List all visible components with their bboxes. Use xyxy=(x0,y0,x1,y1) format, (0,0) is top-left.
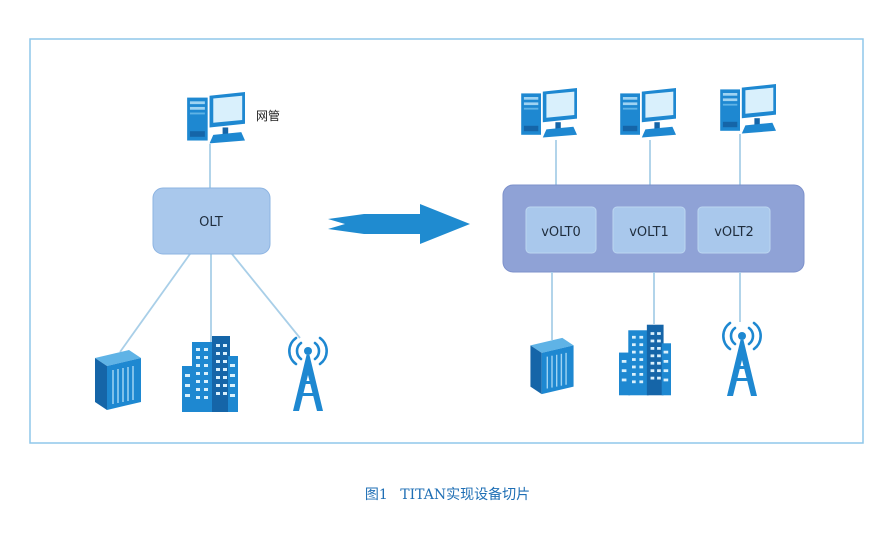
figure-caption: 图1 TITAN实现设备切片 xyxy=(0,484,895,504)
olt-box xyxy=(152,187,271,255)
right-lower-connectors xyxy=(551,272,741,340)
volt-0: vOLT0 xyxy=(525,206,597,254)
server-icon xyxy=(94,349,142,411)
caption-number: 图1 xyxy=(364,487,388,503)
management-label: 网管 xyxy=(256,108,280,123)
volt-2-label: vOLT2 xyxy=(714,225,754,240)
volt-0-label: vOLT0 xyxy=(541,225,581,240)
right-arrow-icon xyxy=(328,204,470,244)
volt-1: vOLT1 xyxy=(612,206,686,254)
volt1-computer-icon xyxy=(620,88,676,138)
volt2-computer-icon xyxy=(720,84,776,134)
volt0-server-icon xyxy=(529,337,575,395)
left-connectors xyxy=(119,144,301,353)
olt-label: OLT xyxy=(199,215,223,230)
volt0-computer-icon xyxy=(521,88,577,138)
volt-1-label: vOLT1 xyxy=(629,225,669,240)
caption-text: TITAN实现设备切片 xyxy=(400,487,531,503)
volt-2: vOLT2 xyxy=(697,206,771,254)
management-computer-icon xyxy=(187,92,245,144)
